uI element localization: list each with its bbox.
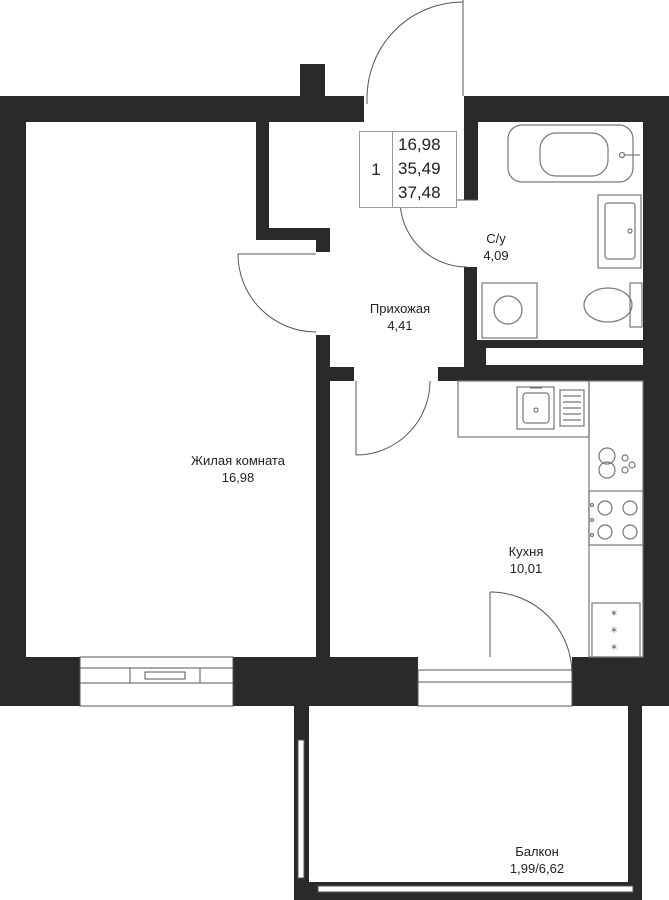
bath-fixtures: [481, 124, 643, 339]
room-name: Прихожая: [369, 301, 431, 316]
svg-text:*: *: [611, 608, 617, 622]
room-area: 4,09: [483, 248, 509, 263]
fridge-marks: * * *: [611, 608, 617, 656]
bath-door-swing: [399, 199, 468, 268]
wall-top-right: [464, 96, 669, 122]
wall-living-kitchen-stub: [316, 367, 354, 381]
room-label-hall: Прихожая 4,41: [370, 300, 430, 334]
svg-text:*: *: [611, 642, 617, 656]
room-label-bath: С/у 4,09: [483, 230, 508, 264]
sink-icon: [597, 194, 642, 269]
washing-machine-icon: [481, 282, 538, 339]
room-label-kitchen: Кухня 10,01: [509, 543, 544, 577]
kitchen-sink-icon: [516, 386, 555, 430]
room-area: 4,41: [387, 318, 413, 333]
wall-shaft-left: [464, 340, 486, 381]
wall-bath-left: [464, 122, 478, 200]
wall-bottom-left: [0, 657, 80, 706]
room-name: С/у: [486, 231, 506, 246]
fridge-icon: [591, 602, 641, 658]
wall-chimney: [300, 64, 325, 98]
wall-left: [0, 96, 26, 706]
wall-bottom-mid: [233, 657, 418, 706]
walls: [0, 64, 669, 706]
stove-icon: [588, 490, 644, 546]
room-label-balcony: Балкон 1,99/6,62: [510, 843, 564, 877]
room-name: Жилая комната: [191, 453, 285, 468]
area-living: 16,98: [398, 135, 441, 154]
room-label-living: Жилая комната 16,98: [191, 452, 285, 486]
balcony-door-swing: [489, 591, 573, 675]
wall-bottom-right: [572, 657, 669, 706]
wall-kitchen-top: [438, 367, 669, 381]
kitchen-door-swing: [355, 380, 431, 456]
wall-right: [643, 96, 669, 706]
wall-living-kitchen: [316, 335, 330, 657]
balcony-wall-right: [628, 706, 642, 886]
windows: [79, 656, 573, 707]
room-area: 1,99/6,62: [509, 861, 565, 876]
toilet-icon: [629, 282, 643, 328]
bathtub-icon: [507, 124, 634, 183]
living-door-swing: [237, 253, 317, 333]
wall-bath-bottom: [464, 340, 669, 348]
room-name: Балкон: [515, 844, 559, 859]
boiler-icon: [598, 447, 616, 465]
room-area: 10,01: [509, 561, 543, 576]
wall-closet-stub: [316, 228, 330, 252]
area-list: 16,98 35,49 37,48: [398, 133, 441, 205]
window-kitchen: [417, 669, 573, 707]
area-total: 35,49: [398, 159, 441, 178]
apartment-summary: 1 16,98 35,49 37,48: [359, 131, 457, 208]
area-total-with-balcony: 37,48: [398, 183, 441, 202]
rooms-count: 1: [360, 132, 393, 207]
room-name: Кухня: [508, 544, 544, 559]
drainboard-icon: [559, 389, 585, 427]
room-area: 16,98: [221, 470, 255, 485]
entrance-door-swing: [366, 1, 464, 99]
wall-closet-v: [256, 122, 269, 240]
kitchen-fixtures: [457, 380, 644, 658]
svg-text:*: *: [611, 625, 617, 639]
wall-closet-h: [256, 228, 330, 240]
balcony-structure: [294, 706, 642, 900]
wall-top-left: [0, 96, 364, 122]
